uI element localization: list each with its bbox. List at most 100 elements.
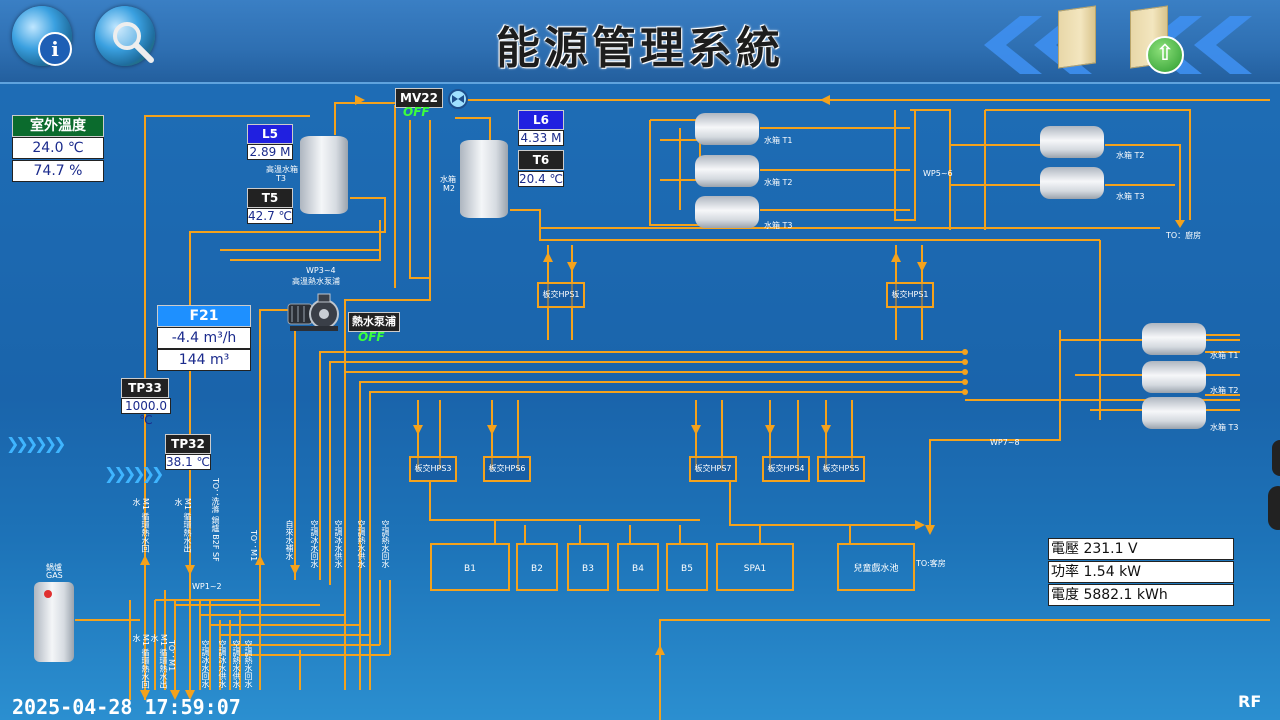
pipe-label-1: M1 循環熱水回水 [132, 498, 150, 553]
mv22-label: MV22 [395, 88, 443, 108]
tank-t3-b [1040, 167, 1104, 199]
t5-value: 42.7 ℃ [247, 208, 293, 224]
t6-label: T6 [518, 150, 564, 170]
outdoor-title: 室外溫度 [12, 115, 104, 137]
wp78-label: WP7~8 [990, 438, 1020, 447]
hx-top-left[interactable]: 板交HPS1 [537, 282, 585, 308]
pipe-label-b5: 空調冰水供水 [218, 640, 227, 688]
tank-t3-c [1142, 397, 1206, 429]
wp34-desc: 高溫熱水泵浦 [292, 277, 340, 286]
pool-b3[interactable]: B3 [567, 543, 609, 591]
pipe-label-b4: 空調冰水回水 [201, 640, 210, 688]
flow-arrows-2: ❯❯❯❯❯❯ [104, 464, 164, 483]
info-globe-button[interactable]: i [12, 6, 72, 66]
pump-icon[interactable] [286, 292, 344, 334]
hx-hps5[interactable]: 板交HPS5 [817, 456, 865, 482]
tp32-value: 38.1 ℃ [165, 454, 211, 470]
to-kitchen-label: TO：廚房 [1166, 231, 1202, 240]
wp34-label: WP3~4 [306, 266, 336, 275]
boiler-gas: GAS [46, 571, 63, 580]
l5-label: L5 [247, 124, 293, 144]
pipe-label-b1: M1 循環熱水回水 [132, 634, 150, 689]
tank-t3-b-label: 水箱 T3 [1116, 192, 1145, 201]
voltage-reading: 電壓 231.1 V [1048, 538, 1234, 560]
l5-value: 2.89 M [247, 144, 293, 160]
boiler-tank [34, 582, 74, 662]
t6-value: 20.4 ℃ [518, 171, 564, 187]
pipe-label-4: TO：M1 [249, 530, 258, 562]
page-title: 能源管理系統 [496, 23, 784, 74]
pipe-label-6: 空調冰水回水 [310, 520, 319, 568]
pump-label: 熱水泵浦 [348, 312, 400, 332]
tank-m2-id: M2 [443, 184, 455, 193]
power-reading: 功率 1.54 kW [1048, 561, 1234, 583]
f21-rate: -4.4 m³/h [157, 327, 251, 349]
tank-t2-c-label: 水箱 T2 [1210, 386, 1239, 395]
pool-b4[interactable]: B4 [617, 543, 659, 591]
tank-t3-a-label: 水箱 T3 [764, 221, 793, 230]
pool-b1[interactable]: B1 [430, 543, 510, 591]
tank-t2-c [1142, 361, 1206, 393]
valve-icon[interactable] [447, 88, 469, 110]
wp12-label: WP1~2 [192, 582, 222, 591]
mv22-status: OFF [403, 105, 430, 119]
pool-kids[interactable]: 兒童戲水池 [837, 543, 915, 591]
pipe-label-b2: M1 循環熱水出水 [150, 634, 168, 689]
pipe-label-7: 空調冰水供水 [334, 520, 343, 568]
pipe-label-2: M1 循環熱水出水 [174, 498, 192, 553]
f21-label: F21 [157, 305, 251, 327]
high-temp-tank-id: T3 [276, 174, 286, 183]
pool-b5[interactable]: B5 [666, 543, 708, 591]
search-icon [113, 22, 154, 63]
pump-status: OFF [358, 330, 385, 344]
tank-t2-a-label: 水箱 T2 [764, 178, 793, 187]
high-temp-tank [300, 136, 348, 214]
rf-label: RF [1238, 692, 1262, 711]
pipe-label-b3: TO：M1 [167, 640, 176, 672]
tank-t1-c-label: 水箱 T1 [1210, 351, 1239, 360]
pipe-label-9: 空調熱水回水 [381, 520, 390, 568]
tank-m2-label: 水箱 [440, 175, 456, 184]
wp56-label: WP5~6 [923, 169, 953, 178]
tank-t2-b [1040, 126, 1104, 158]
outdoor-humidity: 74.7 % [12, 160, 104, 182]
high-temp-tank-label: 高溫水箱 [266, 165, 298, 174]
tank-m2 [460, 140, 508, 218]
pipe-label-b7: 空調熱水回水 [244, 640, 253, 688]
pipe-label-3: TO：洗滌 鍋爐 B2F SF [211, 478, 220, 562]
hx-hps7[interactable]: 板交HPS7 [689, 456, 737, 482]
tank-t2-a [695, 155, 759, 187]
tp33-value: 1000.0 ℃ [121, 398, 171, 427]
energy-reading: 電度 5882.1 kWh [1048, 584, 1234, 606]
tank-t3-a [695, 196, 759, 228]
to-guest-label: TO:客房 [916, 559, 946, 568]
side-handle-bottom[interactable] [1268, 486, 1280, 530]
side-handle-top[interactable] [1272, 440, 1280, 476]
f21-total: 144 m³ [157, 349, 251, 371]
hx-hps6[interactable]: 板交HPS6 [483, 456, 531, 482]
up-arrow-icon[interactable]: ⇧ [1146, 36, 1184, 74]
datetime: 2025-04-28 17:59:07 [12, 695, 241, 719]
tp32-label: TP32 [165, 434, 211, 454]
boiler-name: 鍋爐 [46, 563, 62, 572]
tank-t2-b-label: 水箱 T2 [1116, 151, 1145, 160]
hx-hps3[interactable]: 板交HPS3 [409, 456, 457, 482]
l6-label: L6 [518, 110, 564, 130]
hx-top-right[interactable]: 板交HPS1 [886, 282, 934, 308]
tank-t1-c [1142, 323, 1206, 355]
pipe-label-8: 空調熱水供水 [357, 520, 366, 568]
hx-hps4[interactable]: 板交HPS4 [762, 456, 810, 482]
pipe-label-5: 自來水補水 [285, 520, 294, 560]
outdoor-temp: 24.0 ℃ [12, 137, 104, 159]
pool-spa1[interactable]: SPA1 [716, 543, 794, 591]
tank-t1-a [695, 113, 759, 145]
tp33-label: TP33 [121, 378, 169, 398]
l6-value: 4.33 M [518, 130, 564, 146]
tank-t1-a-label: 水箱 T1 [764, 136, 793, 145]
flow-arrows: ❯❯❯❯❯❯ [6, 434, 66, 453]
pool-b2[interactable]: B2 [516, 543, 558, 591]
search-globe-button[interactable] [95, 6, 155, 66]
info-icon: i [38, 32, 72, 66]
boiler-flame-icon [44, 590, 52, 598]
